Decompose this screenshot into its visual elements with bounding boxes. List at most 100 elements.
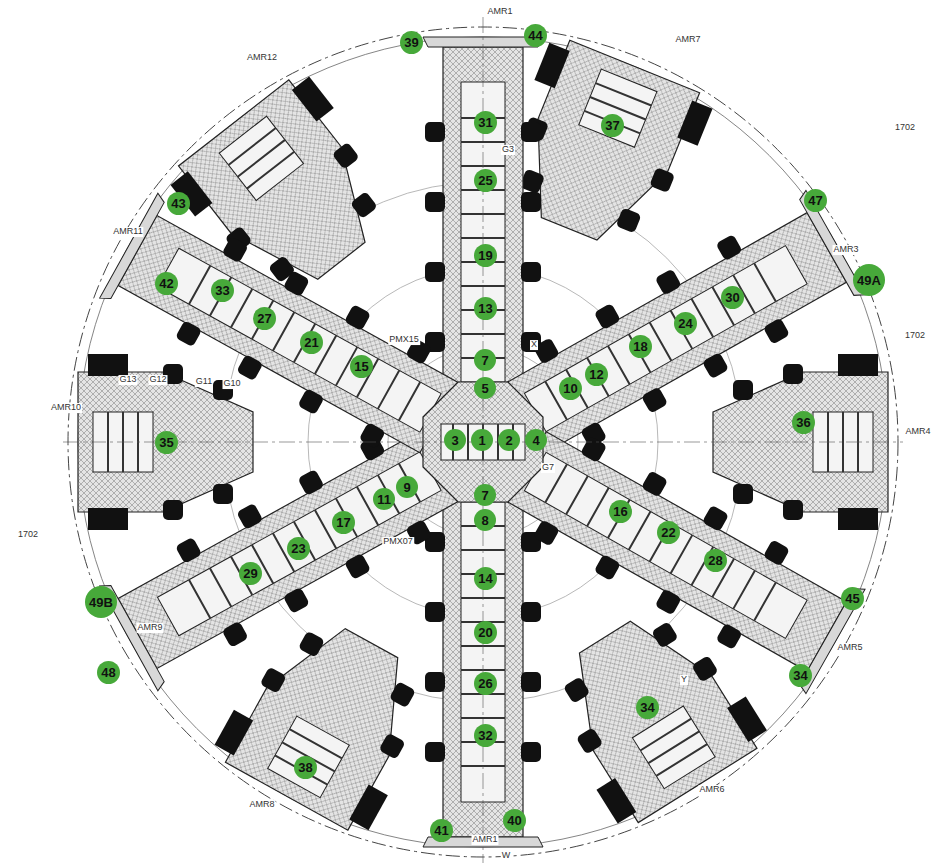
callout-number: 2: [505, 434, 512, 447]
callout-circle: 7: [474, 484, 496, 506]
callout-number: 32: [478, 729, 492, 742]
callout-number: 49B: [89, 596, 113, 609]
callout-circle: 7: [474, 349, 496, 371]
callout-number: 34: [640, 701, 654, 714]
drawing-label: AMR9: [136, 623, 163, 633]
callout-circle: 4: [525, 429, 547, 451]
drawing-label: AMR12: [246, 53, 278, 63]
drawing-label: G12: [148, 375, 167, 385]
callout-number: 3: [451, 434, 458, 447]
drawing-label: AMR1: [471, 835, 498, 845]
callout-circle: 22: [657, 521, 680, 544]
callout-circle: 3: [444, 429, 466, 451]
callout-circle: 11: [373, 488, 395, 510]
callout-number: 8: [481, 514, 488, 527]
callout-circle: 12: [585, 363, 608, 386]
callout-number: 27: [257, 312, 271, 325]
drawing-label: 1702: [894, 123, 916, 133]
drawing-label: G13: [118, 375, 137, 385]
drawing-label: G11: [195, 377, 213, 387]
callout-circle: 49A: [853, 264, 885, 296]
callout-number: 18: [633, 340, 647, 353]
callout-number: 12: [589, 368, 603, 381]
callout-number: 20: [478, 626, 492, 639]
callout-circle: 18: [629, 335, 652, 358]
callout-circle: 42: [155, 272, 178, 295]
drawing-label: AMR4: [904, 427, 931, 437]
drawing-label: AMR11: [112, 227, 143, 237]
callout-circle: 14: [474, 567, 497, 590]
callout-circle: 36: [792, 411, 815, 434]
callout-circle: 49B: [85, 586, 117, 618]
drawing-label: PMX15: [388, 335, 420, 345]
callout-number: 13: [478, 302, 492, 315]
callout-circle: 20: [474, 621, 497, 644]
callout-number: 40: [507, 814, 521, 827]
callout-number: 36: [796, 416, 810, 429]
callout-number: 11: [377, 493, 391, 506]
callout-circle: 15: [350, 355, 373, 378]
callout-circle: 43: [167, 192, 190, 215]
drawing-label: AMR10: [50, 403, 82, 413]
callout-number: 45: [845, 592, 859, 605]
callout-number: 5: [481, 382, 488, 395]
callout-number: 14: [478, 572, 492, 585]
callout-circle: 1: [471, 429, 493, 451]
callout-number: 9: [403, 481, 410, 494]
callout-circle: 30: [721, 286, 744, 309]
callout-circle: 34: [789, 664, 812, 687]
drawing-label: G7: [541, 463, 555, 473]
drawing-label: AMR5: [836, 643, 863, 653]
callout-circle: 44: [524, 24, 547, 47]
callout-circle: 34: [636, 696, 659, 719]
callout-number: 49A: [857, 274, 881, 287]
drawing-label: G3: [501, 145, 515, 155]
callout-circle: 40: [503, 809, 526, 832]
drawing-label: W: [501, 851, 512, 861]
drawing-label: 1702: [17, 530, 39, 540]
callout-number: 10: [563, 382, 577, 395]
drawing-label: AMR6: [698, 785, 725, 795]
callout-circle: 31: [474, 111, 497, 134]
callout-number: 24: [678, 317, 692, 330]
callout-number: 25: [478, 174, 492, 187]
callout-number: 43: [171, 197, 185, 210]
callout-number: 7: [481, 354, 488, 367]
callout-circle: 35: [155, 431, 178, 454]
drawing-label: AMR8: [248, 800, 275, 810]
callout-number: 28: [708, 554, 722, 567]
callout-number: 16: [613, 505, 627, 518]
callout-number: 48: [101, 666, 115, 679]
callout-circle: 45: [841, 587, 864, 610]
drawing-label: 1702: [904, 331, 926, 341]
drawing-label: Y: [680, 675, 688, 685]
drawing-label: X: [530, 340, 538, 350]
drawing-label: AMR3: [832, 245, 859, 255]
callout-circle: 33: [211, 279, 234, 302]
callout-circle: 8: [474, 509, 496, 531]
callout-circle: 32: [474, 724, 497, 747]
callout-circle: 48: [97, 661, 120, 684]
callout-circle: 13: [474, 297, 497, 320]
callout-number: 44: [528, 29, 542, 42]
callout-number: 23: [291, 542, 305, 555]
callout-number: 33: [215, 284, 229, 297]
callout-circle: 47: [804, 189, 827, 212]
callout-circle: 38: [294, 756, 317, 779]
callout-circle: 39: [400, 31, 423, 54]
callout-number: 39: [404, 36, 418, 49]
callout-number: 15: [354, 360, 368, 373]
callout-number: 26: [478, 677, 492, 690]
callout-circle: 17: [332, 511, 355, 534]
callout-circle: 29: [239, 562, 262, 585]
callout-circle: 16: [609, 500, 632, 523]
drawing-label: PMX07: [382, 537, 414, 547]
callout-number: 41: [434, 824, 448, 837]
callout-number: 31: [478, 116, 492, 129]
callout-circle: 37: [601, 114, 624, 137]
callout-number: 1: [478, 434, 485, 447]
callout-circle: 19: [474, 244, 497, 267]
callout-circle: 23: [287, 537, 310, 560]
drawing-label: G10: [222, 379, 241, 389]
